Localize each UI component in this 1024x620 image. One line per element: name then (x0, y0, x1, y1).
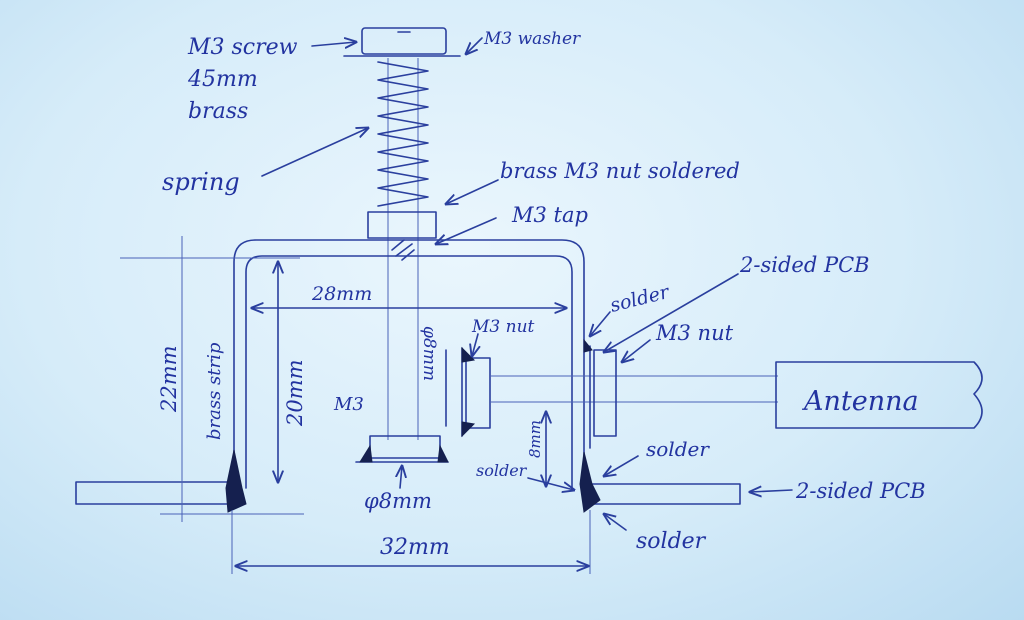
left-nut-solder-bottom (461, 421, 476, 438)
leader-solder-mid-left (527, 477, 574, 490)
leader-tap (436, 217, 497, 244)
bottom-nut-solder-right (437, 444, 449, 463)
label-solder-mid-left: solder (476, 461, 528, 480)
soldered-nut (367, 211, 437, 239)
label-pcb-top: 2-sided PCB (739, 253, 870, 277)
leader-nut-right (622, 339, 651, 362)
label-nut-soldered: brass M3 nut soldered (500, 159, 740, 183)
label-spring: spring (162, 168, 240, 196)
label-m3-inside: M3 (333, 394, 364, 415)
left-nut-body (465, 357, 491, 429)
leader-spring (261, 128, 368, 177)
label-pcb-bottom: 2-sided PCB (795, 479, 926, 503)
leader-screw (311, 42, 356, 46)
spring-coil (377, 61, 429, 207)
leader-solder-bottom (604, 514, 627, 531)
leader-pcb-bottom (750, 490, 793, 492)
pcb-right (583, 483, 741, 505)
label-washer: M3 washer (483, 29, 581, 49)
label-phi8-bottom: φ8mm (364, 489, 432, 513)
tap-hatch-3 (401, 249, 415, 261)
label-nut-right: M3 nut (655, 321, 734, 345)
label-dim-28: 28mm (311, 283, 372, 305)
label-dim-20: 20mm (283, 359, 307, 427)
label-strip: brass strip (204, 342, 225, 440)
label-solder-bottom: solder (636, 529, 707, 554)
label-tap: M3 tap (511, 203, 588, 227)
tap-hatch-2 (395, 243, 413, 257)
brass-strip-outer (233, 239, 585, 489)
leader-solder-top (590, 311, 611, 336)
label-antenna: Antenna (801, 386, 919, 417)
label-solder-top: solder (608, 281, 673, 317)
right-nut-solder (583, 338, 593, 353)
leader-nut-soldered (446, 179, 499, 204)
antenna-body (775, 361, 983, 429)
label-screw-length: 45mm (187, 67, 258, 92)
label-phi8-inner: φ8mm (419, 326, 439, 381)
right-nut-body (593, 349, 617, 437)
label-solder-mid-right: solder (646, 437, 710, 461)
screw-head (361, 27, 447, 55)
bottom-nut-solder-left (359, 444, 373, 463)
label-nut-left: M3 nut (471, 317, 535, 337)
solder-right-joint (579, 451, 601, 513)
label-dim-22: 22mm (157, 345, 181, 413)
label-screw: M3 screw (187, 35, 298, 60)
solder-left-joint (225, 449, 247, 513)
label-dim-8: 8mm (526, 420, 544, 458)
leader-pcb-top (604, 273, 739, 352)
tap-hatch-1 (391, 239, 405, 251)
leader-phi8-bottom (400, 466, 402, 489)
leader-washer (466, 37, 483, 54)
label-screw-material: brass (188, 99, 248, 124)
brass-strip-inner (245, 255, 573, 489)
leader-nut-left (472, 333, 478, 356)
pcb-left (75, 481, 235, 505)
label-dim-32: 32mm (380, 535, 450, 560)
leader-solder-mid-right (604, 455, 639, 476)
bottom-nut (369, 435, 441, 459)
